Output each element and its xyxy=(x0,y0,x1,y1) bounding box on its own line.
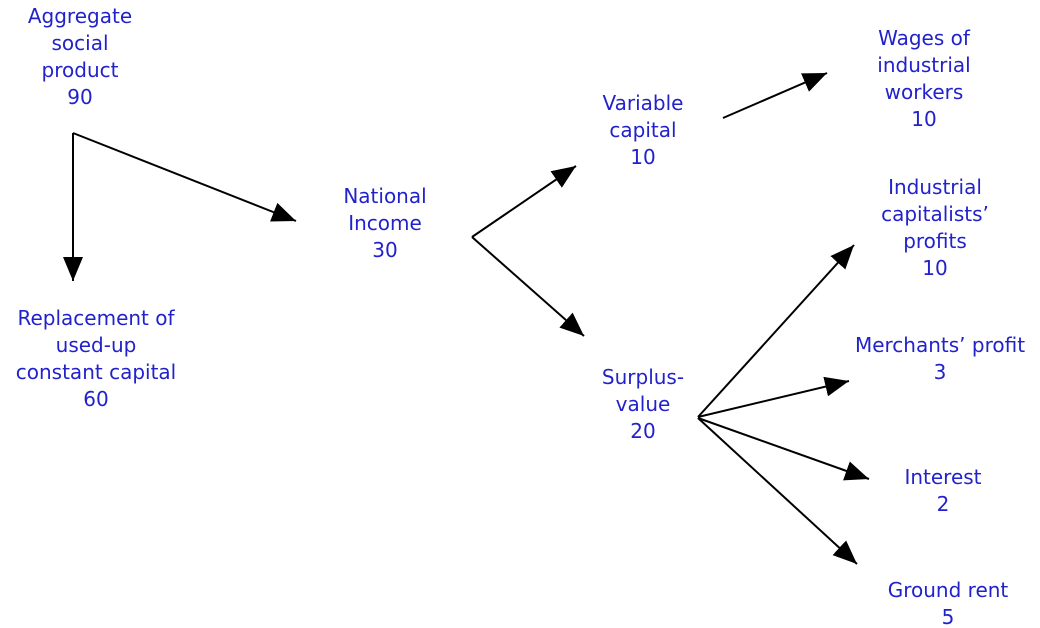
node-value: 10 xyxy=(911,107,937,131)
node-label: Ground rent xyxy=(887,578,1009,602)
node-value: 5 xyxy=(941,605,955,628)
edge-national-income-to-variable-capital-arrow xyxy=(471,165,577,238)
node-ground-rent: Ground rent 5 xyxy=(863,577,1033,628)
node-value: 10 xyxy=(922,256,948,280)
node-label: Variable capital xyxy=(602,91,684,142)
node-surplus-value: Surplus- value 20 xyxy=(583,364,703,445)
node-label: Replacement of used-up constant capital xyxy=(15,306,177,384)
node-aggregate-social-product: Aggregate social product 90 xyxy=(0,3,160,111)
node-value: 90 xyxy=(67,85,93,109)
edge-variable-capital-to-wages-arrow xyxy=(722,72,828,119)
node-value: 30 xyxy=(372,238,398,262)
edge-surplus-value-to-interest-arrow xyxy=(697,417,870,481)
node-value: 3 xyxy=(933,360,947,384)
node-label: National Income xyxy=(343,184,427,235)
node-label: Surplus- value xyxy=(601,365,685,416)
node-merchants-profit: Merchants’ profit 3 xyxy=(830,332,1040,386)
edge-surplus-value-to-merchants-profit-arrow xyxy=(697,376,850,418)
edge-aggregate-to-national-income-arrow xyxy=(72,132,297,222)
node-value: 10 xyxy=(630,145,656,169)
node-value: 60 xyxy=(83,387,109,411)
node-wages-of-industrial-workers: Wages of industrial workers 10 xyxy=(854,25,994,133)
node-replacement-used-up-constant-capital: Replacement of used-up constant capital … xyxy=(1,305,191,413)
node-label: Industrial capitalists’ profits xyxy=(881,175,989,253)
node-value: 2 xyxy=(936,492,950,516)
node-label: Interest xyxy=(904,465,982,489)
node-label: Merchants’ profit xyxy=(854,333,1026,357)
node-industrial-capitalists-profits: Industrial capitalists’ profits 10 xyxy=(855,174,1015,282)
edge-surplus-value-to-industrial-profits-arrow xyxy=(697,244,855,418)
node-label: Aggregate social product xyxy=(27,4,133,82)
node-interest: Interest 2 xyxy=(873,464,1013,518)
edge-surplus-value-to-ground-rent-arrow xyxy=(697,417,858,565)
node-national-income: National Income 30 xyxy=(325,183,445,264)
node-label: Wages of industrial workers xyxy=(877,26,971,104)
edge-national-income-to-surplus-value-arrow xyxy=(471,236,585,337)
node-value: 20 xyxy=(630,419,656,443)
node-variable-capital: Variable capital 10 xyxy=(583,90,703,171)
